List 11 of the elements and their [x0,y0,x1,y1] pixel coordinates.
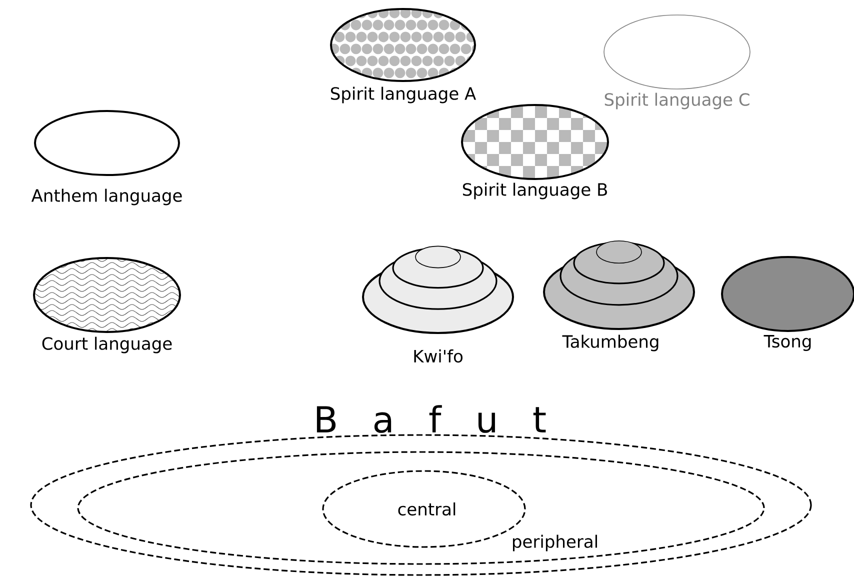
oval-label: Spirit language A [330,86,476,104]
region-title: B a f u t [316,405,546,433]
oval-label: Anthem language [31,188,182,206]
oval-label: peripheral [512,534,597,552]
oval-label: central [398,502,456,516]
oval-label: Takumbeng [562,334,658,352]
oval-label: Tsong [764,335,811,351]
oval-label: Spirit language C [604,92,750,110]
oval-label: Spirit language B [462,182,607,200]
oval-label: Kwi'fo [414,349,462,363]
oval-label: Court language [42,336,172,354]
